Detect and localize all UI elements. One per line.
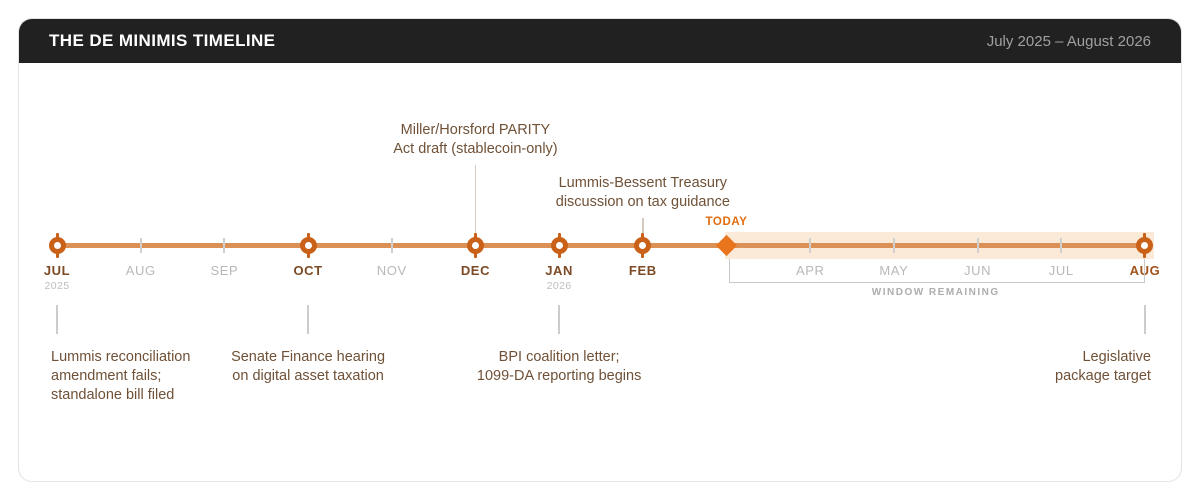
month-tick-jun (976, 237, 979, 253)
event-marker-feb (634, 236, 652, 254)
annotation-connector-below-0 (56, 305, 58, 334)
month-label-may: MAY (879, 263, 909, 278)
event-marker-jul (48, 236, 66, 254)
month-tick-aug (139, 237, 142, 253)
month-label-sep: SEP (210, 263, 239, 278)
month-label-dec: DEC (460, 263, 491, 278)
month-label-jul: JUL (43, 263, 71, 278)
today-label: TODAY (705, 216, 748, 228)
window-remaining-label: WINDOW REMAINING (871, 287, 1000, 298)
annotation-below-0: Lummis reconciliation amendment fails; s… (51, 349, 191, 403)
year-label-2025: 2025 (44, 280, 70, 292)
annotation-connector-below-1 (307, 305, 309, 334)
month-label-nov: NOV (376, 263, 407, 278)
annotation-below-1: Senate Finance hearing on digital asset … (231, 349, 386, 384)
month-tick-apr (809, 237, 812, 253)
window-remaining-bracket (728, 259, 1145, 283)
event-marker-aug (1136, 236, 1154, 254)
timeline-line (57, 242, 1145, 248)
annotation-below-2: BPI coalition letter; 1099-DA reporting … (476, 349, 642, 384)
event-marker-dec (466, 236, 484, 254)
timeline-canvas: JUL 2025 AUG SEP OCT NOV DEC JAN 2026 FEB TODAY APR… (19, 63, 1181, 481)
month-tick-jul (1060, 237, 1063, 253)
annotation-below-3: Legislative package target (1055, 349, 1151, 384)
month-label-apr: APR (795, 263, 825, 278)
month-label-jun: JUN (964, 263, 992, 278)
month-label-jan: JAN (545, 263, 574, 278)
month-tick-may (892, 237, 895, 253)
event-marker-oct (299, 236, 317, 254)
annotation-connector-above-0 (474, 165, 477, 233)
event-marker-jan (550, 236, 568, 254)
annotation-connector-below-3 (1144, 305, 1146, 334)
annotation-above-0: Miller/Horsford PARITY Act draft (stable… (393, 122, 558, 157)
page-title: THE DE MINIMIS TIMELINE (49, 31, 276, 50)
date-range: July 2025 – August 2026 (986, 32, 1151, 50)
timeline-card: THE DE MINIMIS TIMELINE July 2025 – Augu… (18, 18, 1182, 482)
annotation-above-1: Lummis-Bessent Treasury discussion on ta… (555, 175, 730, 210)
month-tick-nov (390, 237, 393, 253)
month-label-jul: JUL (1048, 263, 1074, 278)
year-label-2026: 2026 (546, 280, 572, 292)
month-tick-sep (223, 237, 226, 253)
annotation-connector-below-2 (558, 305, 560, 334)
month-label-oct: OCT (293, 263, 323, 278)
header-bar: THE DE MINIMIS TIMELINE July 2025 – Augu… (19, 19, 1181, 63)
annotation-connector-above-1 (642, 218, 644, 233)
month-label-feb: FEB (628, 263, 657, 278)
month-label-aug: AUG (125, 263, 156, 278)
